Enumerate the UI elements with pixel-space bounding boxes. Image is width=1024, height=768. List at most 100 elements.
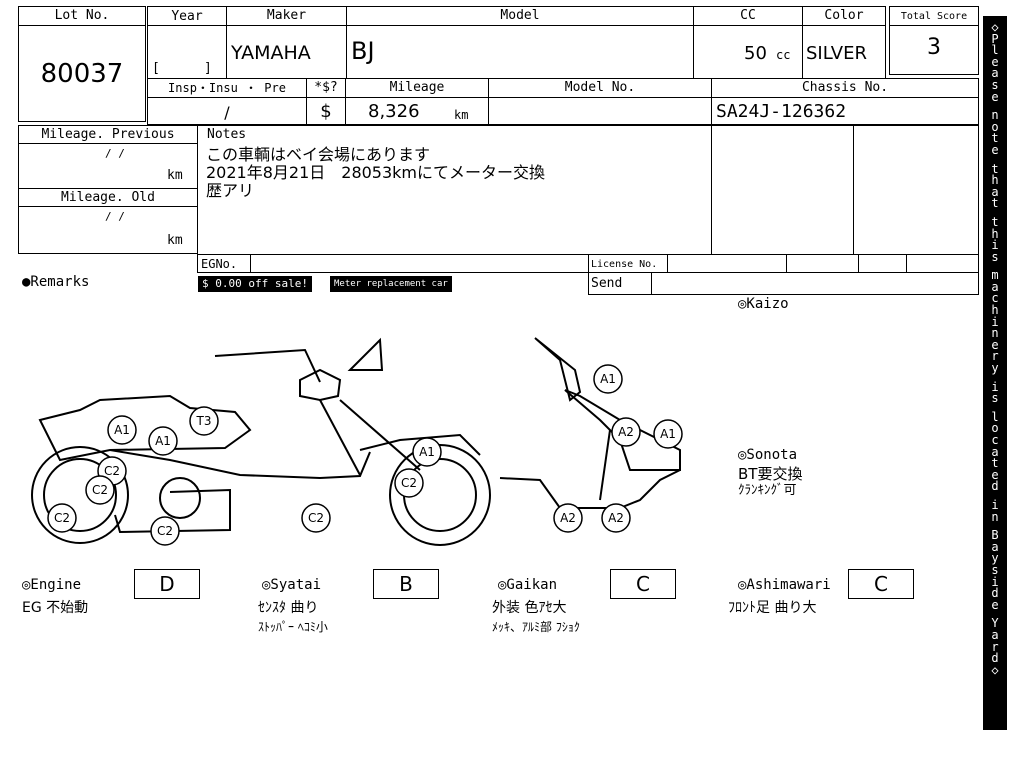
- send-label-cell: Send: [588, 272, 652, 295]
- syatai-note-1: ｾﾝｽﾀ 曲り: [258, 600, 319, 616]
- year-label: Year: [171, 9, 203, 24]
- chassis-label-cell: Chassis No.: [711, 78, 979, 98]
- sonota-label: ◎Sonota: [738, 447, 798, 463]
- notes-line-1: この車輌はベイ会場にあります: [206, 145, 431, 164]
- side-view-mark-circle: [148, 426, 178, 456]
- seat-rear-body: [38, 394, 252, 462]
- total-score-value: 3: [927, 35, 941, 60]
- side-view-mark-label: T3: [196, 414, 212, 428]
- cc-value: 50: [744, 43, 767, 64]
- maker-value: YAMAHA: [231, 42, 311, 64]
- front-view-mark-label: A1: [660, 427, 676, 441]
- ashimawari-label: ◎Ashimawari: [738, 577, 831, 593]
- chassis-no-value: SA24J-126362: [716, 101, 847, 122]
- mirror: [347, 337, 384, 371]
- cc-cell: 50 cc: [693, 25, 803, 79]
- gaikan-note-2: ﾒｯｷ、ｱﾙﾐ部 ﾌｼｮｸ: [492, 620, 580, 634]
- mileage-old-date: / /: [105, 210, 125, 223]
- year-label-cell: Year: [147, 6, 227, 26]
- mileage-previous-unit: km: [167, 168, 183, 183]
- front-view-mark-circle: [601, 503, 631, 533]
- gaikan-note-1: 外装 色ｱｾ大: [492, 600, 567, 616]
- total-score-label: Total Score: [900, 11, 968, 22]
- insp-value: /: [224, 103, 230, 122]
- sonota-line-2: ｸﾗﾝｷﾝｸﾞ可: [738, 483, 797, 498]
- license-value-cell: [667, 254, 979, 273]
- model-value: BJ: [351, 37, 375, 65]
- meter-replacement-tag: Meter replacement car: [330, 276, 452, 292]
- side-view-mark-label: C2: [308, 511, 324, 525]
- dollar-label: *$?: [314, 80, 338, 95]
- notes-divider-1: [711, 125, 712, 255]
- dollar-value: $: [320, 101, 332, 122]
- eg-no-value-cell: [250, 254, 589, 273]
- dollar-label-cell: *$?: [306, 78, 346, 98]
- chassis-cell: SA24J-126362: [711, 97, 979, 125]
- model-no-cell: [488, 97, 712, 125]
- notes-line-2: 2021年8月21日 28053kmにてメーター交換: [206, 163, 546, 182]
- side-view-mark-label: C2: [104, 464, 120, 478]
- front-screen: [534, 337, 582, 402]
- color-label: Color: [824, 8, 864, 23]
- insp-cell: /: [147, 97, 307, 125]
- side-view-mark-label: C2: [54, 511, 70, 525]
- license-label-cell: License No.: [588, 254, 668, 273]
- engine-note-1: EG 不始動: [22, 600, 89, 616]
- send-label: Send: [591, 276, 623, 291]
- cc-label-cell: CC: [693, 6, 803, 26]
- front-view-mark-circle: [611, 417, 641, 447]
- front-view-mark-circle: [593, 364, 623, 394]
- handlebar: [214, 348, 321, 383]
- color-label-cell: Color: [802, 6, 886, 26]
- remarks-label: ●Remarks: [22, 274, 90, 290]
- side-view-mark-circle: [301, 503, 331, 533]
- dollar-cell: $: [306, 97, 346, 125]
- side-view-mark-circle: [85, 475, 115, 505]
- ashimawari-note-1: ﾌﾛﾝﾄ足 曲り大: [728, 600, 817, 616]
- model-label: Model: [500, 8, 540, 23]
- mileage-cell: 8,326 km: [345, 97, 489, 125]
- maker-label: Maker: [266, 8, 307, 23]
- insp-label: Insp・Insu ・ Pre: [168, 81, 286, 95]
- mileage-previous-date: / /: [105, 147, 125, 160]
- sonota-line-1: BT要交換: [738, 465, 803, 483]
- notes-divider-2: [853, 125, 854, 255]
- eg-no-label-cell: EGNo.: [197, 254, 251, 273]
- side-view-mark-circle: [107, 415, 137, 445]
- front-view-mark-label: A2: [618, 425, 634, 439]
- side-view-mark-label: C2: [401, 476, 417, 490]
- front-view-mark-label: A1: [600, 372, 616, 386]
- side-view-mark-label: A1: [114, 423, 130, 437]
- insp-label-cell: Insp・Insu ・ Pre: [147, 78, 307, 98]
- cc-label: CC: [740, 8, 756, 23]
- syatai-grade: B: [373, 569, 439, 599]
- mileage-previous-label: Mileage. Previous: [41, 127, 175, 142]
- gaikan-grade: C: [610, 569, 676, 599]
- color-value: SILVER: [806, 43, 867, 64]
- maker-label-cell: Maker: [226, 6, 347, 26]
- license-label: License No.: [591, 259, 658, 270]
- sale-tag: $ 0.00 off sale!: [198, 276, 312, 292]
- mileage-old-unit: km: [167, 233, 183, 248]
- syatai-label: ◎Syatai: [262, 577, 322, 593]
- side-view-mark-circle: [189, 406, 219, 436]
- mileage-old-cell: / / km: [18, 206, 198, 254]
- lot-no-label-cell: Lot No.: [18, 6, 146, 26]
- maker-cell: YAMAHA: [226, 25, 347, 79]
- model-no-label: Model No.: [564, 80, 636, 95]
- side-view-mark-label: C2: [157, 524, 173, 538]
- year-bracket-close: ]: [204, 61, 212, 76]
- mileage-label: Mileage: [389, 80, 445, 95]
- side-view-mark-circle: [47, 503, 77, 533]
- year-cell: [ ]: [147, 25, 227, 79]
- engine-label: ◎Engine: [22, 577, 82, 593]
- model-cell: BJ: [346, 25, 694, 79]
- side-view-mark-label: C2: [92, 483, 108, 497]
- engine-grade: D: [134, 569, 200, 599]
- ashimawari-grade: C: [848, 569, 914, 599]
- total-score-cell: 3: [889, 25, 979, 75]
- front-wheel: [389, 444, 491, 546]
